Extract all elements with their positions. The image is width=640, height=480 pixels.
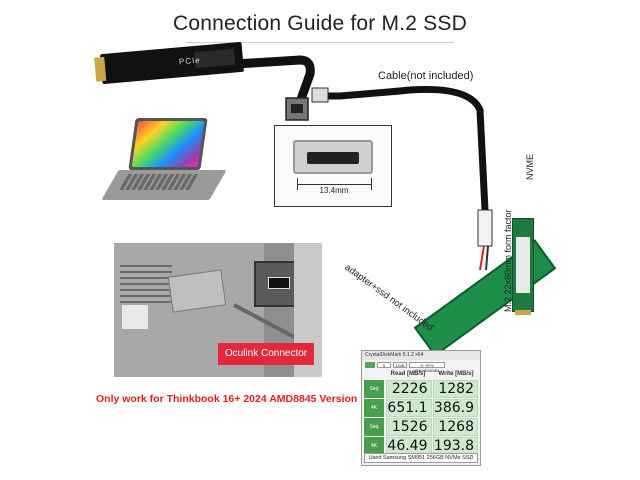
read-value: 651.1 [386, 399, 432, 417]
all-button[interactable] [365, 361, 375, 368]
laptop-base [101, 170, 227, 200]
read-header: Read [MB/s] [390, 371, 426, 377]
nvme-label: NVME [525, 153, 535, 180]
form-factor-label: M.2 22x80mm form factor [503, 209, 513, 312]
write-value: 1282 [432, 380, 478, 398]
write-value: 1268 [432, 418, 478, 436]
connector-closeup: 13.4mm [274, 125, 392, 207]
benchmark-footer: Used Samsung SM951 256GB NVMe SSD [364, 453, 478, 463]
vent-grill [120, 263, 172, 303]
connector-slot [307, 152, 359, 164]
flex-ribbon [235, 55, 315, 104]
laptop-screen [128, 118, 208, 170]
cable-label: Cable(not included) [378, 70, 474, 82]
nvme-gold-fingers [515, 310, 531, 315]
read-value: 1526 [386, 418, 432, 436]
nvme-sticker [516, 237, 530, 293]
flex-connector-head [285, 97, 309, 121]
benchmark-toolbar: 5 1GiB E: 97% (151/153GiB) [362, 360, 480, 373]
benchmark-row: 4K Q32T1 651.1 386.9 [364, 399, 478, 429]
m2-adapter-board: PCIe [94, 41, 245, 85]
test-button[interactable]: Seq [364, 418, 384, 436]
count-select[interactable]: 5 [377, 361, 391, 368]
dimension-line [297, 184, 371, 185]
gold-fingers [94, 56, 107, 82]
drive-select[interactable]: E: 97% (151/153GiB) [409, 361, 445, 373]
nvme-ssd [512, 218, 534, 315]
cable-plug [167, 269, 227, 313]
oculink-connector-tag: Oculink Connector [218, 343, 314, 365]
flex-connector-port [291, 104, 303, 113]
test-button[interactable]: Seq Q32T1 [364, 380, 384, 410]
adapter-not-included-label: adapter+ssd not included [342, 262, 436, 334]
connector-width-label: 13.4mm [319, 186, 349, 195]
test-button[interactable]: 4K [364, 437, 384, 455]
connector-body [293, 140, 373, 174]
compatibility-note: Only work for Thinkbook 16+ 2024 AMD8845… [96, 393, 358, 405]
dimension-tick-right [371, 178, 372, 190]
laptop-illustration [101, 118, 227, 218]
oculink-port [268, 277, 290, 289]
write-header: Write [MB/s] [438, 371, 474, 377]
benchmark-header: Read [MB/s] Write [MB/s] [362, 369, 480, 379]
sticker [122, 305, 148, 329]
read-value: 2226 [386, 380, 432, 398]
test-button[interactable]: 4K Q32T1 [364, 399, 384, 429]
cable-plug-left [311, 87, 329, 103]
m2-board-text: PCIe [178, 55, 202, 67]
ssd-on-adapter [413, 239, 557, 357]
power-wire-red [479, 245, 485, 271]
benchmark-row: Seq 1526 1268 [364, 418, 478, 436]
benchmark-row: Seq Q32T1 2226 1282 [364, 380, 478, 410]
title-underline [186, 42, 454, 43]
size-select[interactable]: 1GiB [393, 361, 407, 368]
cable-plug-bottom [477, 209, 493, 247]
benchmark-row: 4K 46.49 193.8 [364, 437, 478, 455]
page-title: Connection Guide for M.2 SSD [173, 12, 467, 35]
write-value: 386.9 [432, 399, 478, 417]
power-wire-dark [485, 245, 489, 271]
laptop-wallpaper [131, 121, 205, 167]
header-spacer [362, 369, 384, 379]
benchmark-title: CrystalDiskMark 5.1.2 x64 [362, 351, 480, 360]
benchmark-window: CrystalDiskMark 5.1.2 x64 5 1GiB E: 97% … [361, 350, 481, 466]
laptop-keyboard [119, 174, 199, 190]
